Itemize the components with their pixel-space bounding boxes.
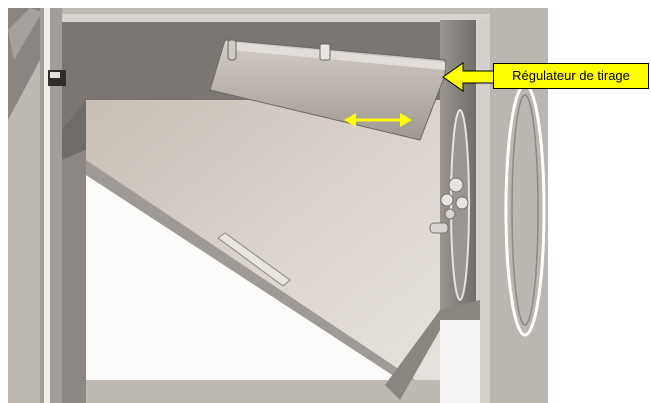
regulator-pin (319, 43, 331, 61)
callout-label: Régulateur de tirage (493, 63, 649, 89)
left-diagonal-strip (8, 8, 42, 60)
left-pillar-edge (44, 8, 50, 403)
double-arrow-icon (344, 113, 412, 127)
lower-glass-shadow (86, 160, 415, 380)
deflector-part (217, 232, 291, 287)
regulator-rod (227, 39, 237, 61)
left-pillar (40, 8, 62, 403)
bottom-right-plate (440, 320, 480, 403)
left-inner-wall (62, 150, 86, 403)
draft-regulator-plate (209, 39, 446, 141)
left-clip-highlight (50, 72, 60, 78)
side-oval-inner (511, 94, 539, 326)
bolt-cluster (429, 177, 469, 234)
draft-regulator-edge (228, 42, 445, 70)
ceiling-top (62, 14, 490, 22)
